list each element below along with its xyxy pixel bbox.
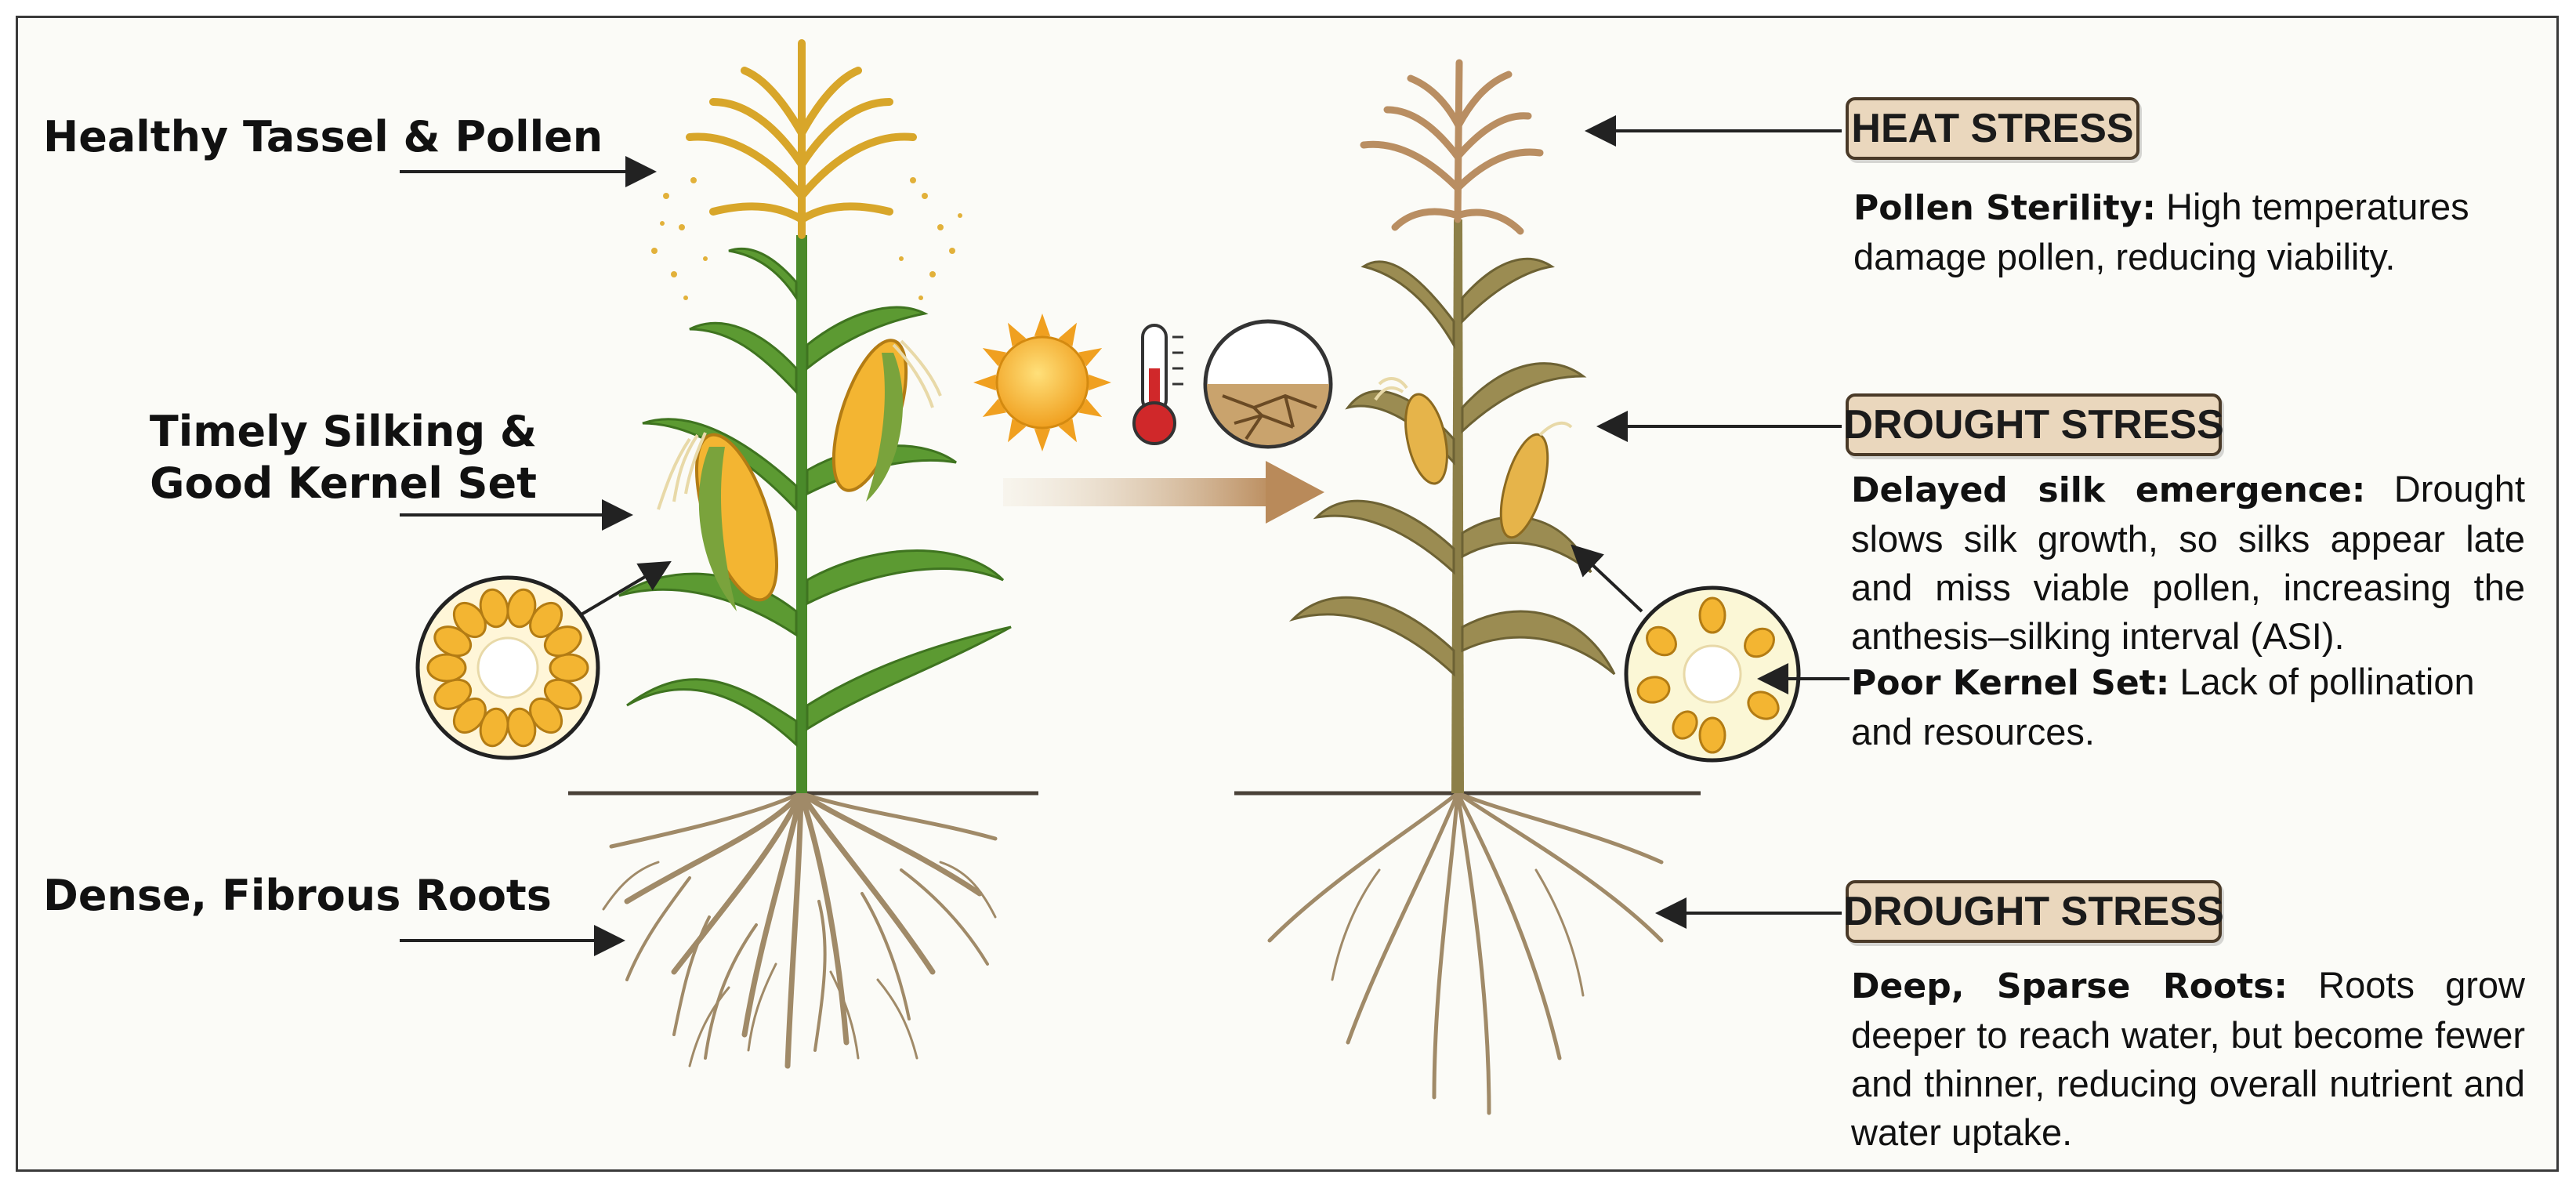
kernel — [550, 654, 588, 681]
desc-delayed-silk-title: Delayed silk emergence: — [1851, 470, 2365, 510]
stressed-plant — [1270, 63, 1661, 1113]
sun-icon — [973, 314, 1111, 451]
desc-poor-kernel-set-title: Poor Kernel Set: — [1851, 663, 2169, 703]
dry-tassel — [1364, 63, 1540, 231]
label-timely-silking-line2: Good Kernel Set — [43, 458, 537, 509]
arrow-kernel-to-stressed-ear — [1575, 549, 1642, 611]
healthy-stalk — [796, 235, 807, 793]
thermometer-icon — [1134, 325, 1183, 444]
badge-drought-stress-silk: DROUGHT STRESS — [1846, 393, 2222, 456]
desc-poor-kernel-set: Poor Kernel Set: Lack of pollination and… — [1851, 658, 2525, 756]
healthy-tassel — [690, 43, 913, 235]
transition-arrow — [1003, 461, 1324, 524]
poor-kernel-cross-section — [1626, 588, 1799, 760]
desc-deep-sparse-roots: Deep, Sparse Roots: Roots grow deeper to… — [1851, 961, 2525, 1157]
healthy-plant — [603, 43, 1011, 1066]
sparse-roots-illustration — [1270, 793, 1661, 1113]
kernel — [428, 654, 466, 681]
label-timely-silking: Timely Silking & Good Kernel Set — [43, 406, 537, 509]
cracked-soil-icon — [1205, 321, 1331, 447]
healthy-kernel-cross-section — [418, 578, 598, 758]
desc-pollen-sterility-title: Pollen Sterility: — [1853, 188, 2156, 228]
pointer-arrows — [400, 131, 1850, 941]
desc-delayed-silk: Delayed silk emergence: Drought slows si… — [1851, 465, 2525, 661]
label-timely-silking-line1: Timely Silking & — [43, 406, 537, 458]
sun-ray — [1034, 429, 1050, 451]
healthy-leaves — [619, 248, 1011, 745]
sun-ray — [973, 375, 996, 390]
label-healthy-tassel: Healthy Tassel & Pollen — [43, 111, 603, 163]
badge-heat-stress: HEAT STRESS — [1846, 97, 2139, 160]
desc-pollen-sterility: Pollen Sterility: High temperatures dama… — [1853, 183, 2527, 281]
sun-ray — [1034, 314, 1050, 336]
badge-drought-stress-roots: DROUGHT STRESS — [1846, 880, 2222, 943]
desc-deep-sparse-roots-title: Deep, Sparse Roots: — [1851, 966, 2288, 1006]
dense-roots-illustration — [603, 793, 995, 1066]
healthy-ear-right — [819, 332, 940, 502]
sun-ray — [1089, 375, 1111, 390]
label-dense-roots: Dense, Fibrous Roots — [43, 870, 552, 922]
